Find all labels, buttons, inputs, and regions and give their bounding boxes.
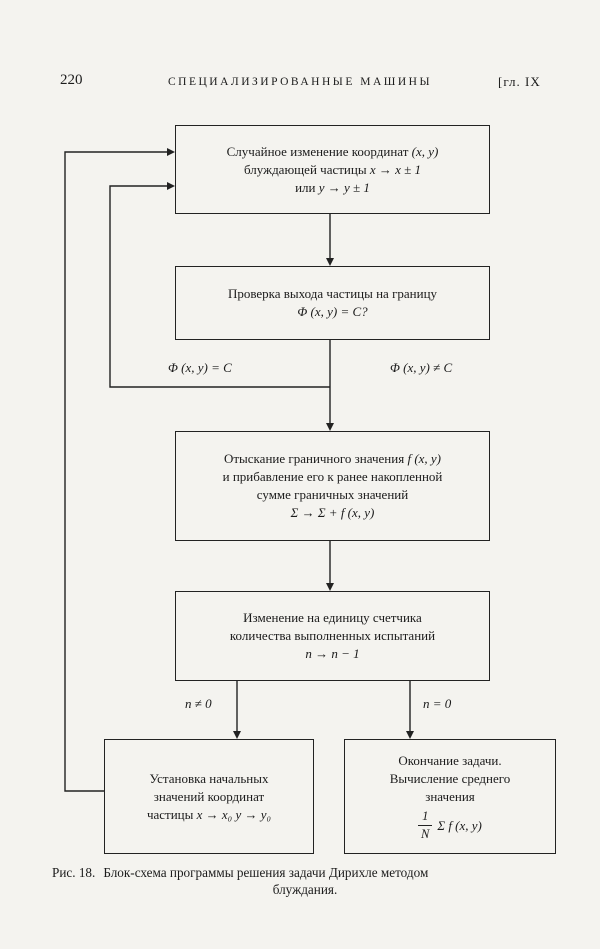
box-text-line: Вычисление среднего — [389, 771, 511, 787]
fraction-denominator: N — [421, 826, 430, 841]
sum-expression: Σ f (x, y) — [437, 817, 482, 833]
branch-label-n-not-zero: n ≠ 0 — [185, 696, 212, 711]
flow-box-boundary-check: Проверка выхода частицы на границу Φ (x,… — [175, 266, 490, 340]
chapter-label: [гл. IX — [498, 74, 541, 89]
math-part: y → y ± 1 — [318, 179, 370, 195]
box-text-line: Изменение на единицу счетчика — [243, 610, 422, 625]
text-part: Отыскание граничного значения — [223, 451, 408, 466]
branch-label-phi-not-equal: Φ (x, y) ≠ C — [390, 360, 453, 375]
fraction-numerator: 1 — [418, 810, 433, 826]
math-part: f (x, y) — [407, 451, 442, 466]
flow-box-counter: Изменение на единицу счетчика количества… — [175, 591, 490, 681]
page-number: 220 — [60, 72, 83, 88]
math-part: x → x ± 1 — [369, 161, 422, 177]
box-text-line: блуждающей частицы x → x ± 1 — [244, 161, 421, 179]
box-text-line: частицы x → x₀ y → y₀ — [147, 806, 271, 824]
branch-label-phi-equal: Φ (x, y) = C — [168, 360, 232, 375]
text-part: или — [295, 179, 319, 195]
box-text-line: Случайное изменение координат (x, y) — [227, 143, 439, 161]
box-text-line: или y → y ± 1 — [295, 179, 370, 197]
box-text-line: Окончание задачи. — [398, 753, 502, 769]
flow-box-reset-coordinates: Установка начальных значений координат ч… — [104, 739, 314, 854]
math-part: x → x₀ y → y₀ — [196, 806, 272, 822]
flow-box-boundary-value: Отыскание граничного значения f (x, y) и… — [175, 431, 490, 541]
fraction-one-over-n: 1 N — [418, 810, 433, 841]
box-text-line: Отыскание граничного значения f (x, y) — [224, 450, 441, 468]
box-text-line: значений координат — [153, 788, 265, 804]
running-title: СПЕЦИАЛИЗИРОВАННЫЕ МАШИНЫ — [168, 76, 432, 88]
box-text-line: значения — [425, 789, 475, 805]
box-text-line: Проверка выхода частицы на границу — [227, 286, 438, 301]
branch-label-n-zero: n = 0 — [423, 696, 452, 711]
text-part: блуждающей частицы — [243, 161, 370, 177]
box-text-line: Установка начальных — [149, 770, 269, 786]
box-math-line: Φ (x, y) = C? — [297, 304, 368, 319]
text-part: Случайное изменение координат — [226, 143, 412, 159]
box-math-line: n → n − 1 — [305, 646, 360, 661]
box-text-line: количества выполненных испытаний — [229, 628, 436, 643]
math-part: (x, y) — [411, 143, 439, 159]
average-formula: 1 N Σ f (x, y) — [418, 810, 482, 840]
box-text-line: и прибавление его к ранее накопленной — [222, 469, 443, 484]
flow-box-finish: Окончание задачи. Вычисление среднего зн… — [344, 739, 556, 854]
caption-line-1: Рис. 18. Блок-схема программы решения зад… — [52, 864, 558, 881]
flow-box-random-step: Случайное изменение координат (x, y) блу… — [175, 125, 490, 214]
caption-line-2: блуждания. — [272, 882, 338, 897]
figure-caption: Рис. 18. Блок-схема программы решения зад… — [52, 864, 558, 898]
text-part: частицы — [146, 806, 197, 822]
caption-text: Блок-схема программы решения задачи Дири… — [103, 865, 429, 880]
box-math-line: Σ → Σ + f (x, y) — [290, 505, 375, 520]
figure-number: Рис. 18. — [52, 865, 96, 880]
box-text-line: сумме граничных значений — [256, 487, 409, 502]
